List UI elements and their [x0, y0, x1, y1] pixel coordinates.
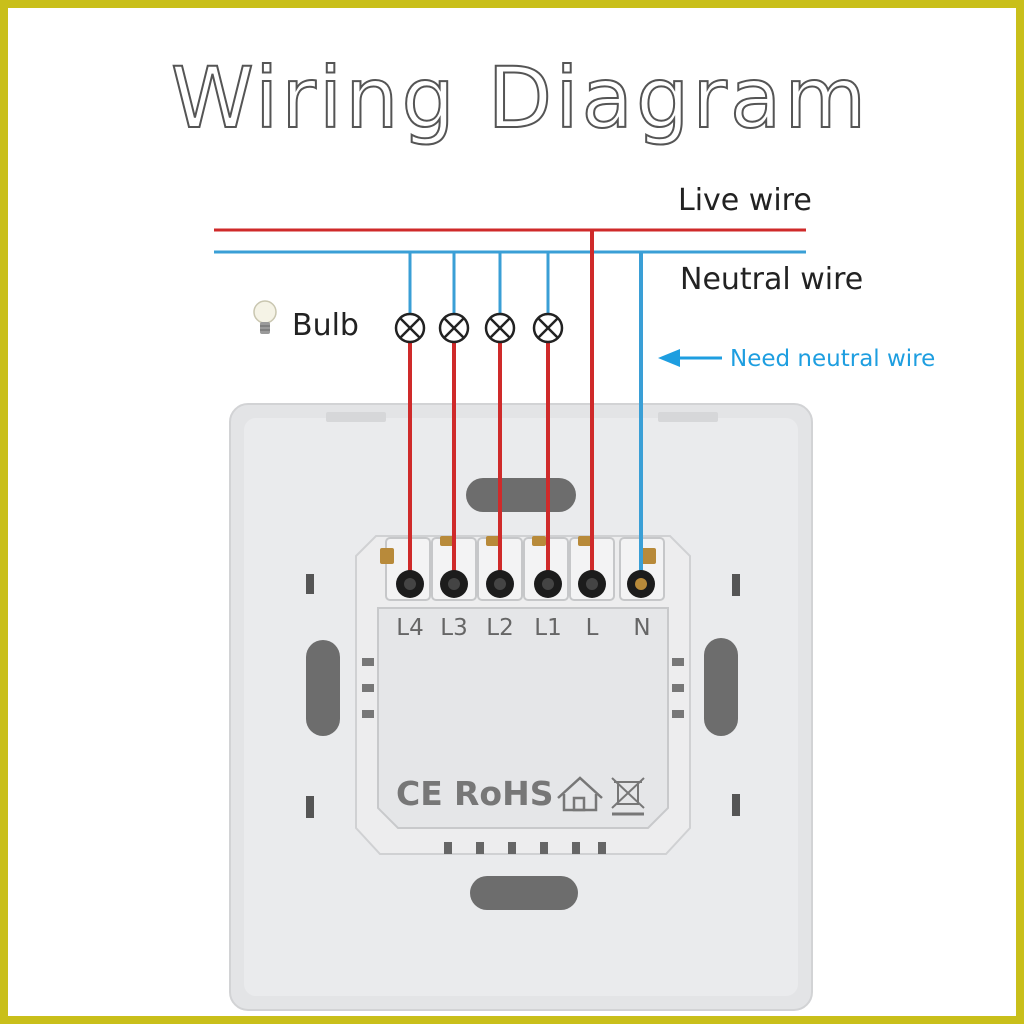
terminal-label-l2: L2 [486, 615, 514, 641]
terminal-screw-l [578, 570, 606, 598]
lamp-symbol-l1 [532, 312, 564, 344]
module-notch [362, 684, 374, 692]
module-notch [362, 710, 374, 718]
mounting-slot-left [306, 640, 340, 736]
module-notch [672, 710, 684, 718]
module-notch [672, 658, 684, 666]
module-notch [362, 658, 374, 666]
mounting-slot-top [466, 478, 576, 512]
terminal-screw-l1 [534, 570, 562, 598]
bulb-label: Bulb [292, 308, 359, 343]
page-title: Wiring Diagram [170, 49, 870, 147]
module-vent [540, 842, 548, 854]
plate-mark [732, 574, 740, 596]
module-vent [476, 842, 484, 854]
terminal-label-l3: L3 [440, 615, 468, 641]
neutral-wire-label: Neutral wire [680, 262, 864, 297]
plate-clip-top-left [326, 412, 386, 422]
terminal-label-n: N [633, 615, 651, 641]
terminal-screw-l3 [440, 570, 468, 598]
rohs-mark: RoHS [454, 774, 554, 813]
plate-mark [306, 796, 314, 818]
weee-bin-icon [611, 777, 645, 816]
brass-clamps [380, 536, 656, 564]
module-face [377, 607, 669, 829]
mounting-slot-right [704, 638, 738, 736]
plate-mark [306, 574, 314, 594]
module-notch [672, 684, 684, 692]
plate-mark [732, 794, 740, 816]
terminal-label-l4: L4 [396, 615, 424, 641]
plate-clip-top-right [658, 412, 718, 422]
terminal-screw-n [627, 570, 655, 598]
terminal-screw-l4 [396, 570, 424, 598]
terminal-label-l: L [585, 615, 599, 641]
bulb-icon [253, 300, 277, 334]
terminal-label-l1: L1 [534, 615, 562, 641]
ce-mark: CE [396, 774, 443, 813]
module-vent [572, 842, 580, 854]
lamp-symbol-l2 [484, 312, 516, 344]
mounting-slot-bottom [470, 876, 578, 910]
lamp-symbol-l4 [394, 312, 426, 344]
diagram-canvas [214, 228, 813, 1011]
need-neutral-label: Need neutral wire [730, 346, 936, 372]
lamp-symbol-l3 [438, 312, 470, 344]
arrow-left-icon [658, 349, 722, 367]
live-wire-label: Live wire [678, 183, 812, 218]
terminal-screw-l2 [486, 570, 514, 598]
module-vent [508, 842, 516, 854]
module-vent [444, 842, 452, 854]
house-icon [557, 776, 603, 812]
module-vent [598, 842, 606, 854]
